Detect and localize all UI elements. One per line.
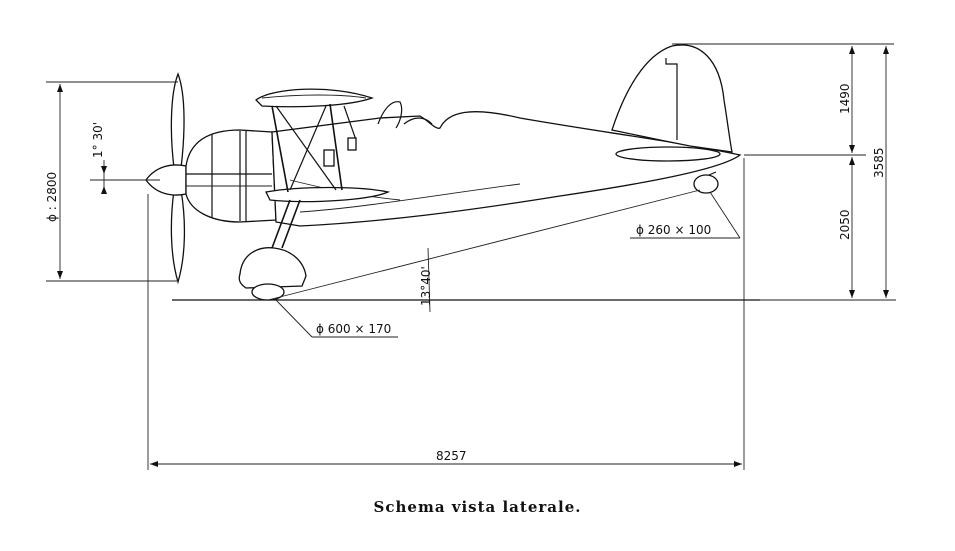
datum-height-label: 2050 [838,209,852,240]
main-wheel-leader: ϕ 600 × 170 [275,299,398,338]
ground-angle-label: 13°40' [419,266,433,306]
fin-height-label: 1490 [838,83,852,114]
tail-wheel-label: ϕ 260 × 100 [636,223,711,237]
height-dimensions: 1490 2050 3585 [672,43,896,301]
lower-wing [265,186,391,203]
engine-cowling [185,129,277,223]
tailplane [615,146,721,162]
propeller [145,72,187,285]
caption: Schema vista laterale. [373,498,582,516]
length-dimension: 8257 [147,158,745,470]
thrust-angle-label: 1° 30' [91,122,105,158]
fuselage [271,101,742,227]
tail-wheel [693,171,719,194]
propeller-diameter-label: ϕ : 2800 [45,172,59,222]
main-wheel-label: ϕ 600 × 170 [316,322,391,336]
ground-angle-dimension: 13°40' [267,189,701,313]
tail-fin [611,44,733,153]
main-landing-gear [238,199,307,301]
thrust-angle-dimension: 1° 30' [90,122,160,194]
overall-height-label: 3585 [872,147,886,178]
tail-wheel-leader: ϕ 260 × 100 [630,191,741,239]
overall-length-label: 8257 [436,449,467,463]
wing-struts [271,103,357,193]
propeller-diameter-dimension: ϕ : 2800 [45,81,178,282]
upper-wing [255,88,374,108]
